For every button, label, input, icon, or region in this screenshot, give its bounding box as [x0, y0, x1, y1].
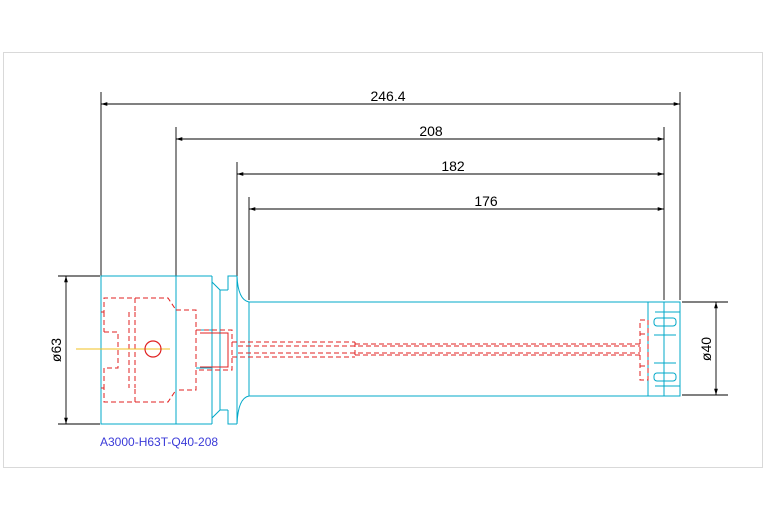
dimension-lines: [64, 102, 718, 424]
drive-hole-circle: [144, 340, 162, 358]
tool-body-outline: [100, 275, 681, 425]
part-number-label: A3000-H63T-Q40-208: [100, 435, 218, 449]
dim-length-182: 182: [441, 158, 465, 174]
dim-diameter-bore: ø40: [698, 337, 714, 361]
dim-length-176: 176: [474, 193, 498, 209]
dim-overall-length: 246.4: [370, 88, 405, 104]
extension-lines: [58, 92, 728, 425]
dim-diameter-shank: ø63: [48, 338, 64, 362]
dim-length-208: 208: [419, 123, 443, 139]
hidden-lines: [101, 297, 649, 403]
drawing-frame: [3, 52, 763, 468]
